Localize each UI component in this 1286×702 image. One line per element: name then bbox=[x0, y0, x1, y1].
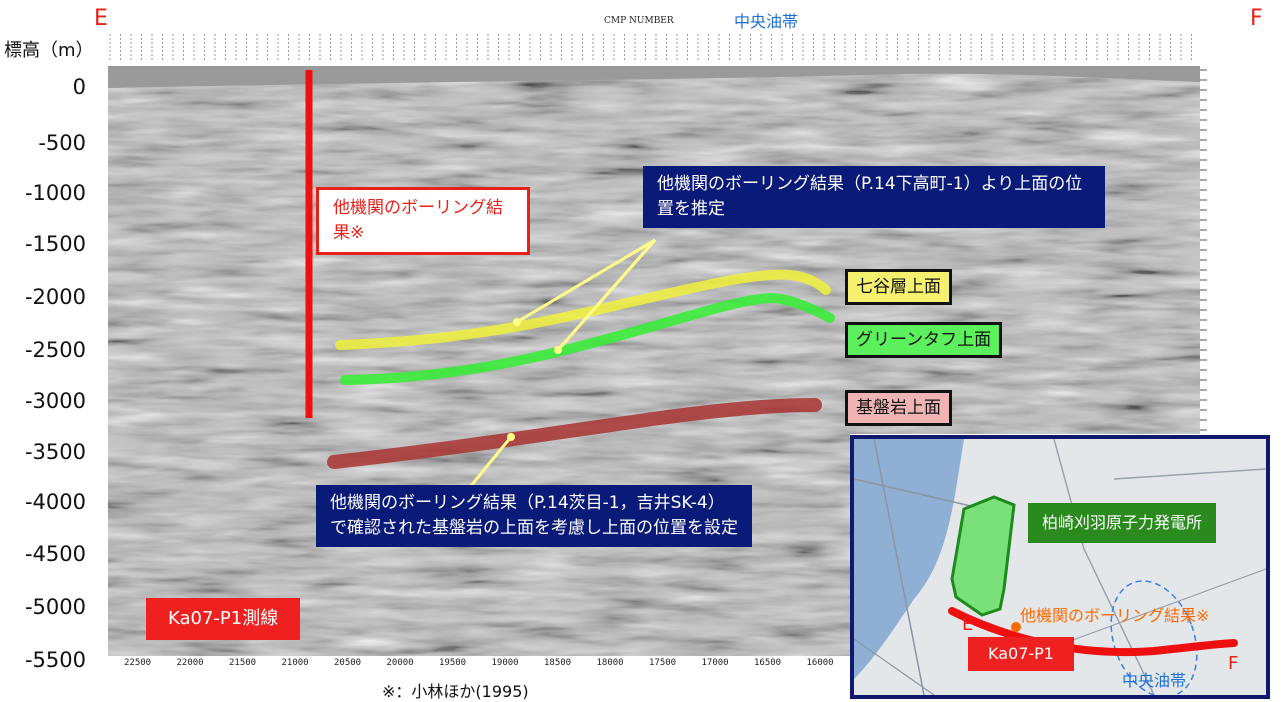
inset-road-6 bbox=[854, 638, 935, 695]
inset-road-2 bbox=[854, 478, 985, 510]
basement-callout-text: 他機関のボーリング結果（P.14茨目-1，吉井SK-4）で確認された基盤岩の上面… bbox=[330, 493, 738, 538]
nanatani-horizon-line bbox=[335, 269, 831, 350]
layer-label-green-tuff: グリーンタフ上面 bbox=[845, 322, 1003, 358]
leader-basement bbox=[468, 436, 513, 488]
elevation-axis-label: 標高（m） bbox=[4, 40, 94, 61]
elevation-tick-500: -500 bbox=[38, 131, 86, 155]
basement-callout: 他機関のボーリング結果（P.14茨目-1，吉井SK-4）で確認された基盤岩の上面… bbox=[316, 485, 752, 547]
leader-dot-3 bbox=[507, 433, 515, 441]
cmp-number-title: CMP NUMBER bbox=[604, 16, 674, 26]
depth-tick-marks bbox=[1200, 69, 1207, 431]
inset-sea bbox=[854, 439, 964, 679]
borehole-callout-text: 他機関のボーリング結果※ bbox=[333, 198, 503, 243]
elevation-tick-3500: -3500 bbox=[24, 440, 86, 464]
basement-horizon-line bbox=[327, 398, 822, 469]
layer-label-nanatani: 七谷層上面 bbox=[845, 269, 952, 305]
inset-oil-zone-label: 中央油帯 bbox=[1122, 671, 1187, 690]
elevation-tick-0: 0 bbox=[72, 75, 86, 99]
inset-end-label-right: F bbox=[1228, 653, 1239, 674]
inset-end-label-left: E bbox=[962, 614, 974, 635]
cmp-tick-row bbox=[108, 30, 1200, 66]
elevation-tick-1000: -1000 bbox=[24, 181, 86, 205]
end-label-right: F bbox=[1250, 6, 1263, 31]
elevation-tick-4500: -4500 bbox=[24, 542, 86, 566]
cmp-axis-label: 19500 bbox=[439, 658, 467, 668]
cmp-axis-label: 16500 bbox=[754, 658, 782, 668]
oil-zone-label-top: 中央油帯 bbox=[734, 12, 799, 31]
elevation-tick-3000: -3000 bbox=[24, 389, 86, 413]
elevation-tick-1500: -1500 bbox=[24, 232, 86, 256]
cmp-axis-label: 18000 bbox=[596, 658, 624, 668]
plant-site-polygon bbox=[950, 495, 1016, 617]
inset-road-1 bbox=[873, 439, 925, 695]
cmp-axis-label: 20000 bbox=[386, 658, 414, 668]
takamachi-callout-text: 他機関のボーリング結果（P.14下高町-1）より上面の位置を推定 bbox=[657, 174, 1083, 219]
borehole-callout: 他機関のボーリング結果※ bbox=[316, 187, 530, 255]
inset-survey-line bbox=[948, 607, 1238, 657]
cmp-axis-label: 21500 bbox=[229, 658, 257, 668]
oil-zone-ellipse bbox=[1110, 580, 1198, 695]
cmp-axis-label: 22500 bbox=[124, 658, 152, 668]
cmp-axis-label: 17500 bbox=[649, 658, 677, 668]
inset-map-graphic bbox=[854, 439, 1266, 695]
survey-line-label: Ka07-P1測線 bbox=[146, 598, 301, 640]
inset-line-label: Ka07-P1 bbox=[968, 637, 1074, 671]
elevation-tick-2500: -2500 bbox=[24, 338, 86, 362]
inset-road-3 bbox=[1053, 439, 1155, 695]
plant-name-label: 柏崎刈羽原子力発電所 bbox=[1028, 503, 1217, 543]
leader-takamachi-1 bbox=[516, 238, 656, 324]
section-texture-right bbox=[850, 66, 1200, 434]
elevation-tick-2000: -2000 bbox=[24, 285, 86, 309]
layer-label-basement: 基盤岩上面 bbox=[845, 390, 952, 426]
leader-dot-2 bbox=[554, 346, 562, 354]
inset-boring-label: 他機関のボーリング結果※ bbox=[1020, 606, 1210, 625]
leader-dot-1 bbox=[513, 318, 521, 326]
elevation-tick-5500: -5500 bbox=[24, 648, 86, 672]
takamachi-callout: 他機関のボーリング結果（P.14下高町-1）より上面の位置を推定 bbox=[643, 166, 1105, 228]
section-texture bbox=[108, 66, 850, 656]
cmp-axis-label: 16000 bbox=[806, 658, 834, 668]
end-label-left: E bbox=[94, 6, 108, 31]
cmp-axis-label: 21000 bbox=[281, 658, 309, 668]
elevation-tick-4000: -4000 bbox=[24, 490, 86, 514]
elevation-tick-5000: -5000 bbox=[24, 595, 86, 619]
cmp-axis-label: 17000 bbox=[701, 658, 729, 668]
inset-boring-point bbox=[1011, 622, 1021, 632]
cmp-axis-label: 19000 bbox=[491, 658, 519, 668]
surface-band bbox=[108, 66, 1200, 88]
cmp-axis-label: 18500 bbox=[544, 658, 572, 668]
cmp-axis-label: 22000 bbox=[176, 658, 204, 668]
cmp-axis-label: 20500 bbox=[334, 658, 362, 668]
inset-road-4 bbox=[1113, 468, 1266, 480]
green-tuff-horizon-line bbox=[340, 292, 835, 385]
cmp-tick-marks bbox=[109, 34, 1192, 62]
location-inset-map: 柏崎刈羽原子力発電所 他機関のボーリング結果※ E Ka07-P1 F 中央油帯 bbox=[850, 435, 1270, 699]
leader-takamachi-2 bbox=[556, 239, 657, 351]
source-note: ※：小林ほか(1995) bbox=[382, 682, 529, 701]
